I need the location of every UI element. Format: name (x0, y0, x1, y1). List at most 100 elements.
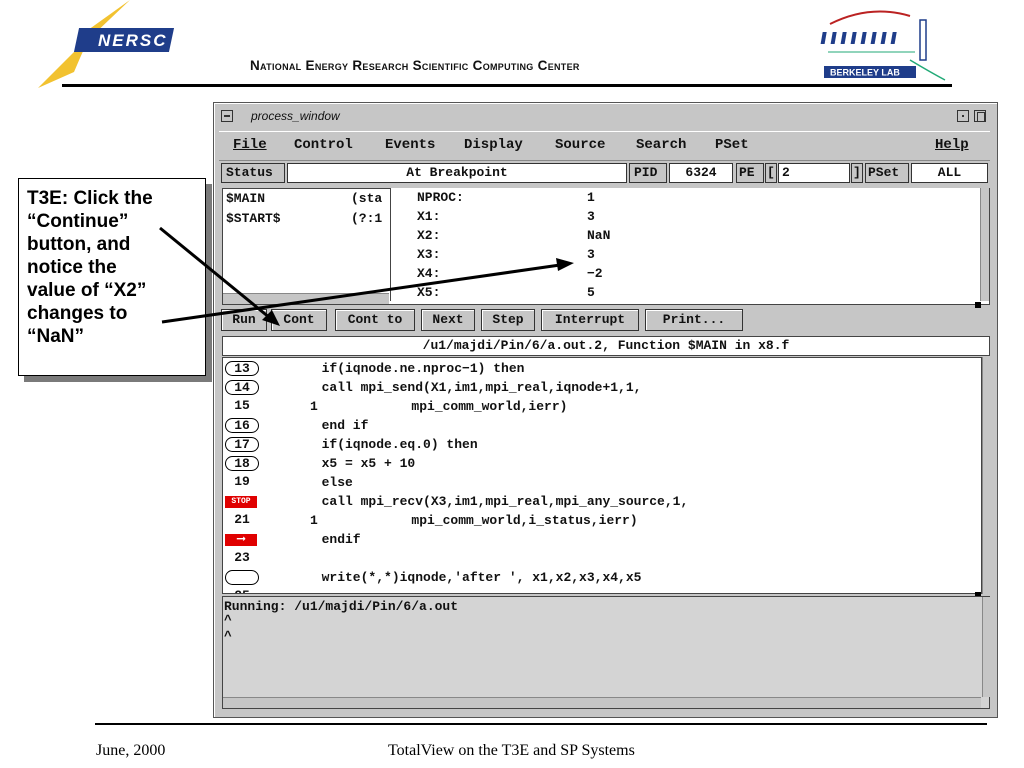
stack-frame-info: (?:1 (351, 211, 383, 226)
source-code: call mpi_recv(X3,im1,mpi_real,mpi_any_so… (306, 494, 689, 509)
console-line: Running: /u1/majdi/Pin/6/a.out (224, 599, 459, 614)
var-value[interactable]: 3 (587, 247, 595, 262)
page-title: National Energy Research Scientific Comp… (250, 58, 580, 73)
line-number[interactable]: 13 (225, 361, 259, 376)
berkeley-lab-logo: BERKELEY LAB (810, 2, 950, 82)
var-name: X2: (417, 228, 441, 243)
source-pane[interactable]: 13 if(iqnode.ne.nproc−1) then 14 call mp… (222, 357, 982, 594)
next-button[interactable]: Next (421, 309, 475, 331)
stop-breakpoint-icon[interactable]: STOP (225, 496, 257, 508)
minimize-button[interactable] (957, 110, 969, 122)
window-title: process_window (251, 109, 340, 123)
variables-pane[interactable]: NPROC: 1 X1: 3 X2: NaN X3: 3 X4: −2 X5: … (390, 188, 989, 301)
source-line[interactable]: 15 1 mpi_comm_world,ierr) (223, 397, 978, 416)
var-name: X4: (417, 266, 441, 281)
footer-title: TotalView on the T3E and SP Systems (388, 742, 635, 759)
source-line[interactable]: STOP call mpi_recv(X3,im1,mpi_real,mpi_a… (223, 492, 978, 511)
source-line[interactable]: 18 x5 = x5 + 10 (223, 454, 978, 473)
line-number[interactable]: 23 (234, 550, 250, 565)
source-vscroll[interactable] (982, 357, 991, 594)
pid-label: PID (629, 163, 667, 183)
source-line[interactable]: 23 (223, 549, 978, 568)
menu-control[interactable]: Control (294, 137, 353, 153)
pe-input[interactable]: 2 (778, 163, 850, 183)
continue-button[interactable]: Cont (271, 309, 327, 331)
source-code: call mpi_send(X1,im1,mpi_real,iqnode+1,1… (306, 380, 642, 395)
pe-decrement-button[interactable]: [ (765, 163, 777, 183)
var-value[interactable]: 5 (587, 285, 595, 300)
maximize-button[interactable] (974, 110, 986, 122)
lab-logo-text: BERKELEY LAB (830, 68, 900, 78)
status-label: Status (221, 163, 285, 183)
var-value[interactable]: −2 (587, 266, 603, 281)
line-number[interactable]: 18 (225, 456, 259, 471)
variables-vscroll[interactable] (980, 188, 989, 301)
pane-sash-handle[interactable] (975, 592, 981, 598)
menu-display[interactable]: Display (464, 137, 523, 153)
var-name: X5: (417, 285, 441, 300)
run-button[interactable]: Run (221, 309, 267, 331)
status-bar: Status At Breakpoint PID 6324 PE [ 2 ] P… (219, 161, 990, 186)
line-number[interactable] (225, 570, 259, 585)
window-titlebar[interactable]: process_window (219, 109, 990, 125)
stack-frame-name[interactable]: $MAIN (226, 191, 266, 206)
pset-label: PSet (865, 163, 909, 183)
continue-to-button[interactable]: Cont to (335, 309, 415, 331)
source-code: end if (306, 418, 369, 433)
source-line[interactable]: 19 else (223, 473, 978, 492)
source-line[interactable]: 25 (223, 587, 978, 594)
line-number[interactable]: 21 (234, 512, 250, 527)
source-code: if(iqnode.ne.nproc−1) then (306, 361, 525, 376)
source-code: write(*,*)iqnode,'after ', x1,x2,x3,x4,x… (306, 570, 642, 585)
source-line[interactable]: 13 if(iqnode.ne.nproc−1) then (223, 359, 978, 378)
menu-events[interactable]: Events (385, 137, 436, 153)
source-line[interactable]: 21 1 mpi_comm_world,i_status,ierr) (223, 511, 978, 530)
source-code: x5 = x5 + 10 (306, 456, 416, 471)
interrupt-button[interactable]: Interrupt (541, 309, 639, 331)
nersc-logo-text: NERSC (98, 31, 168, 50)
footer-divider (95, 723, 987, 725)
menu-search[interactable]: Search (636, 137, 687, 153)
menu-pset[interactable]: PSet (715, 137, 749, 153)
line-number[interactable]: 17 (225, 437, 259, 452)
line-number[interactable]: 15 (234, 398, 250, 413)
console-line: ^ (224, 613, 232, 628)
source-line[interactable]: write(*,*)iqnode,'after ', x1,x2,x3,x4,x… (223, 568, 978, 587)
menu-source[interactable]: Source (555, 137, 606, 153)
console-pane[interactable]: Running: /u1/majdi/Pin/6/a.out ^ ^ (222, 596, 991, 709)
window-menu-button[interactable] (221, 110, 233, 122)
line-number[interactable]: 25 (225, 589, 259, 594)
arrowhead (262, 310, 280, 326)
arrow-to-cont-button (159, 226, 271, 320)
source-line[interactable]: 14 call mpi_send(X1,im1,mpi_real,iqnode+… (223, 378, 978, 397)
source-code: endif (306, 532, 361, 547)
console-vscroll[interactable] (982, 597, 991, 697)
source-line[interactable]: ⟶ endif (223, 530, 978, 549)
menu-bar: File Control Events Display Source Searc… (219, 131, 990, 161)
stack-hscroll[interactable] (223, 293, 389, 304)
pe-increment-button[interactable]: ] (851, 163, 863, 183)
line-number[interactable]: 19 (234, 474, 250, 489)
print-button[interactable]: Print... (645, 309, 743, 331)
step-button[interactable]: Step (481, 309, 535, 331)
source-line[interactable]: 16 end if (223, 416, 978, 435)
source-code: else (306, 475, 353, 490)
var-value[interactable]: 1 (587, 190, 595, 205)
pane-sash-handle[interactable] (975, 302, 981, 308)
pset-value[interactable]: ALL (911, 163, 988, 183)
source-line[interactable]: 17 if(iqnode.eq.0) then (223, 435, 978, 454)
console-line: ^ (224, 629, 232, 644)
console-hscroll[interactable] (223, 697, 981, 708)
footer-date: June, 2000 (96, 742, 166, 759)
line-number[interactable]: 16 (225, 418, 259, 433)
var-value[interactable]: 3 (587, 209, 595, 224)
var-value[interactable]: NaN (587, 228, 611, 243)
menu-help[interactable]: Help (935, 137, 969, 153)
var-name: X1: (417, 209, 441, 224)
program-counter-arrow-icon[interactable]: ⟶ (225, 533, 257, 546)
stack-frame-name[interactable]: $START$ (226, 211, 281, 226)
menu-file[interactable]: File (233, 137, 267, 153)
stack-frame-info: (sta (351, 191, 383, 206)
line-number[interactable]: 14 (225, 380, 259, 395)
